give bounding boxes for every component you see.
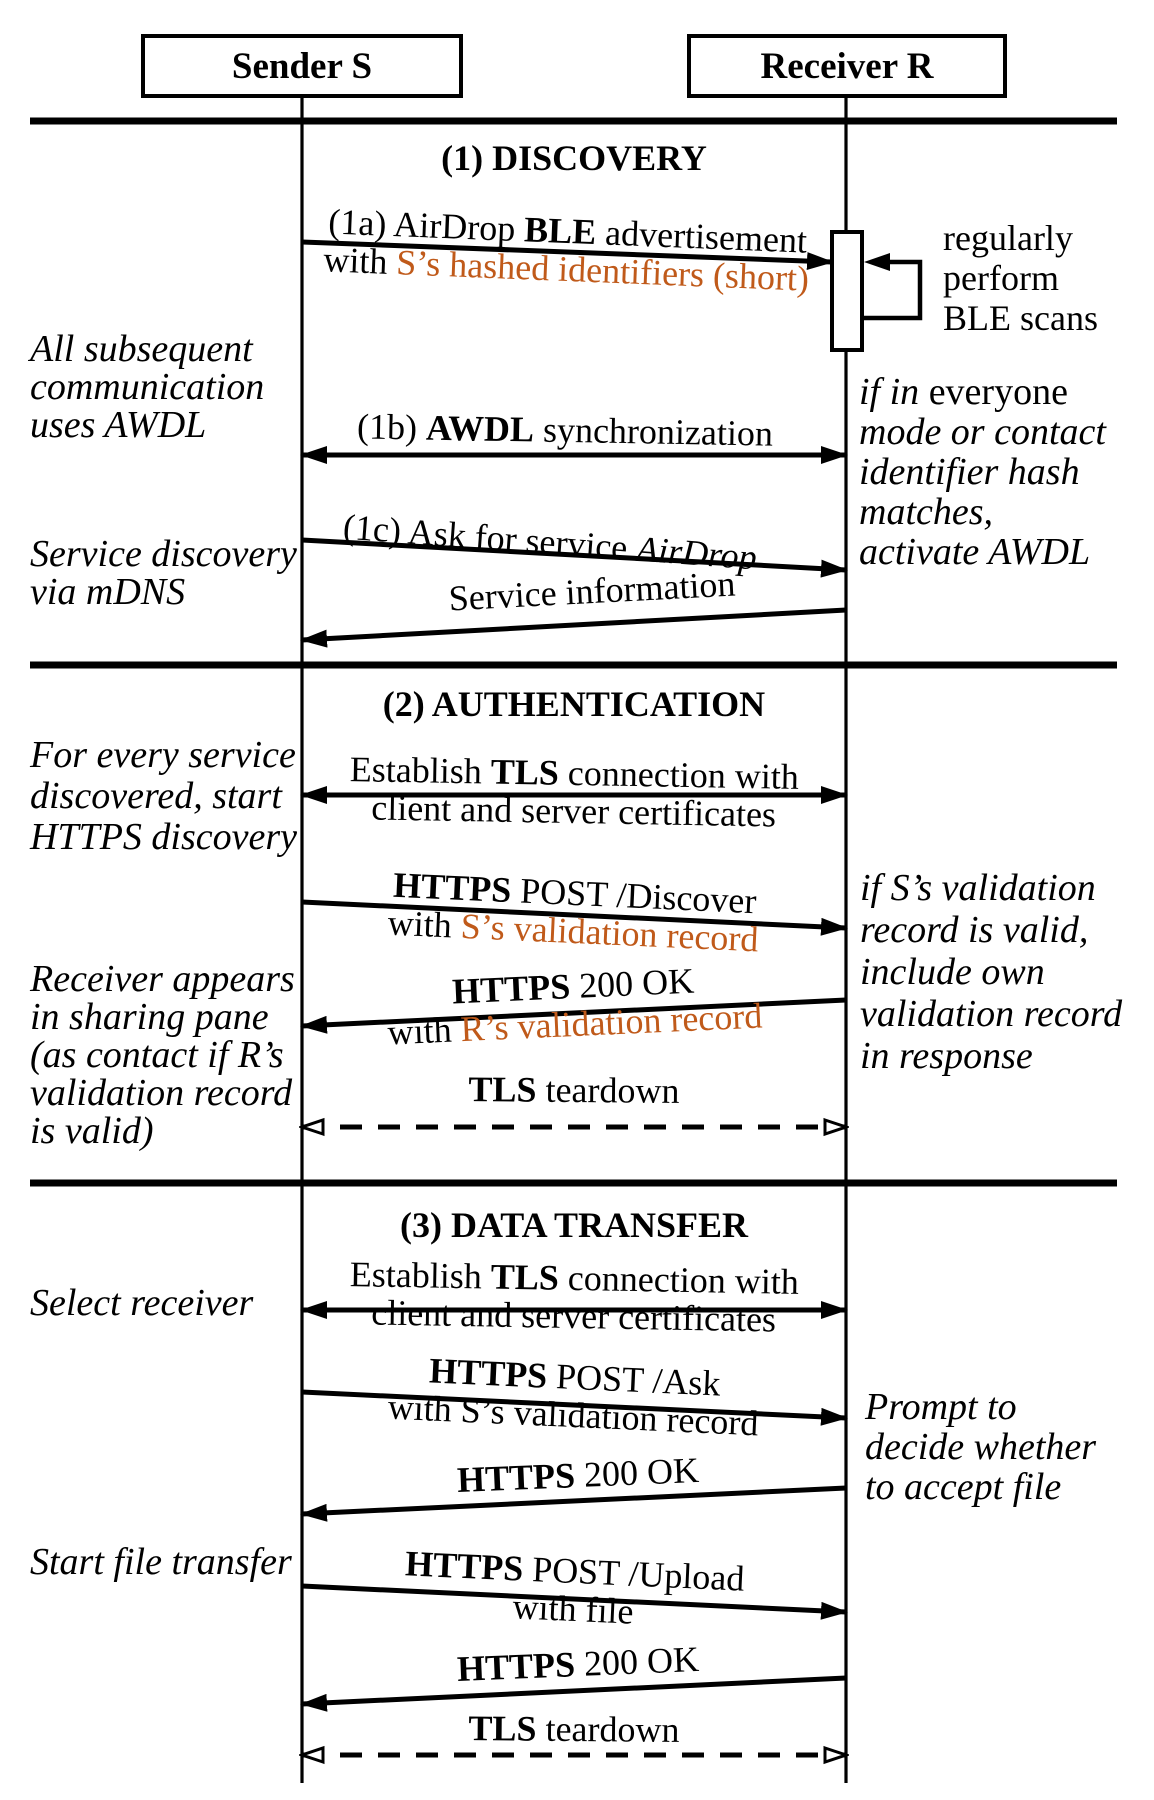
msg-tls-establish-data: Establish TLS connection with client and…: [349, 1254, 800, 1340]
arrow-post-upload: [301, 1583, 848, 1620]
arrow-service-info: [300, 607, 847, 648]
note-uses-awdl: All subsequent communication uses AWDL: [30, 328, 265, 446]
arrow-ble-advertisement: [301, 239, 834, 271]
ble-scan-loop-arrowhead: [864, 253, 890, 271]
note-https-discovery: For every service discovered, start HTTP…: [30, 734, 298, 858]
msg-post-discover: HTTPS POST /Discover with S’s validation…: [386, 864, 760, 960]
note-activate-awdl: if in everyone mode or contact identifie…: [859, 371, 1106, 573]
arrow-ok-ask: [300, 1485, 847, 1522]
receiver-activation-box: [830, 230, 864, 352]
phase-title-discovery: (1) DISCOVERY: [441, 138, 707, 178]
note-prompt-accept: Prompt to decide whether to accept file: [865, 1386, 1097, 1508]
participant-receiver-label: Receiver R: [760, 45, 934, 87]
msg-post-upload: HTTPS POST /Upload with file: [404, 1543, 746, 1632]
phase-title-authentication: (2) AUTHENTICATION: [382, 684, 766, 724]
participant-sender: Sender S: [141, 34, 463, 98]
phase-title-data-transfer: (3) DATA TRANSFER: [399, 1205, 749, 1245]
participant-receiver: Receiver R: [687, 34, 1007, 98]
arrow-ask-service: [301, 537, 848, 578]
arrow-post-ask: [301, 1389, 848, 1426]
msg-tls-teardown-data: TLS teardown: [468, 1708, 680, 1750]
note-sharing-pane: Receiver appears in sharing pane (as con…: [30, 958, 295, 1152]
ble-scan-self-loop: [862, 259, 923, 321]
arrow-post-discover: [301, 899, 848, 936]
msg-awdl-sync: (1b) AWDL synchronization: [356, 406, 774, 454]
note-validation-response: if S’s validation record is valid, inclu…: [860, 867, 1123, 1077]
note-ble-scans: regularly perform BLE scans: [943, 218, 1098, 338]
msg-tls-establish-auth: Establish TLS connection with client and…: [349, 749, 800, 835]
note-start-transfer: Start file transfer: [30, 1541, 292, 1583]
arrow-ok-upload: [300, 1675, 847, 1712]
msg-tls-teardown-auth: TLS teardown: [468, 1069, 680, 1111]
note-mdns: Service discovery via mDNS: [30, 533, 297, 613]
participant-sender-label: Sender S: [231, 45, 373, 87]
msg-ok-discover: HTTPS 200 OK with R’s validation record: [386, 960, 764, 1053]
note-select-receiver: Select receiver: [30, 1282, 254, 1324]
arrow-ok-discover: [300, 997, 847, 1034]
msg-post-ask: HTTPS POST /Ask with S’s validation reco…: [386, 1350, 760, 1444]
